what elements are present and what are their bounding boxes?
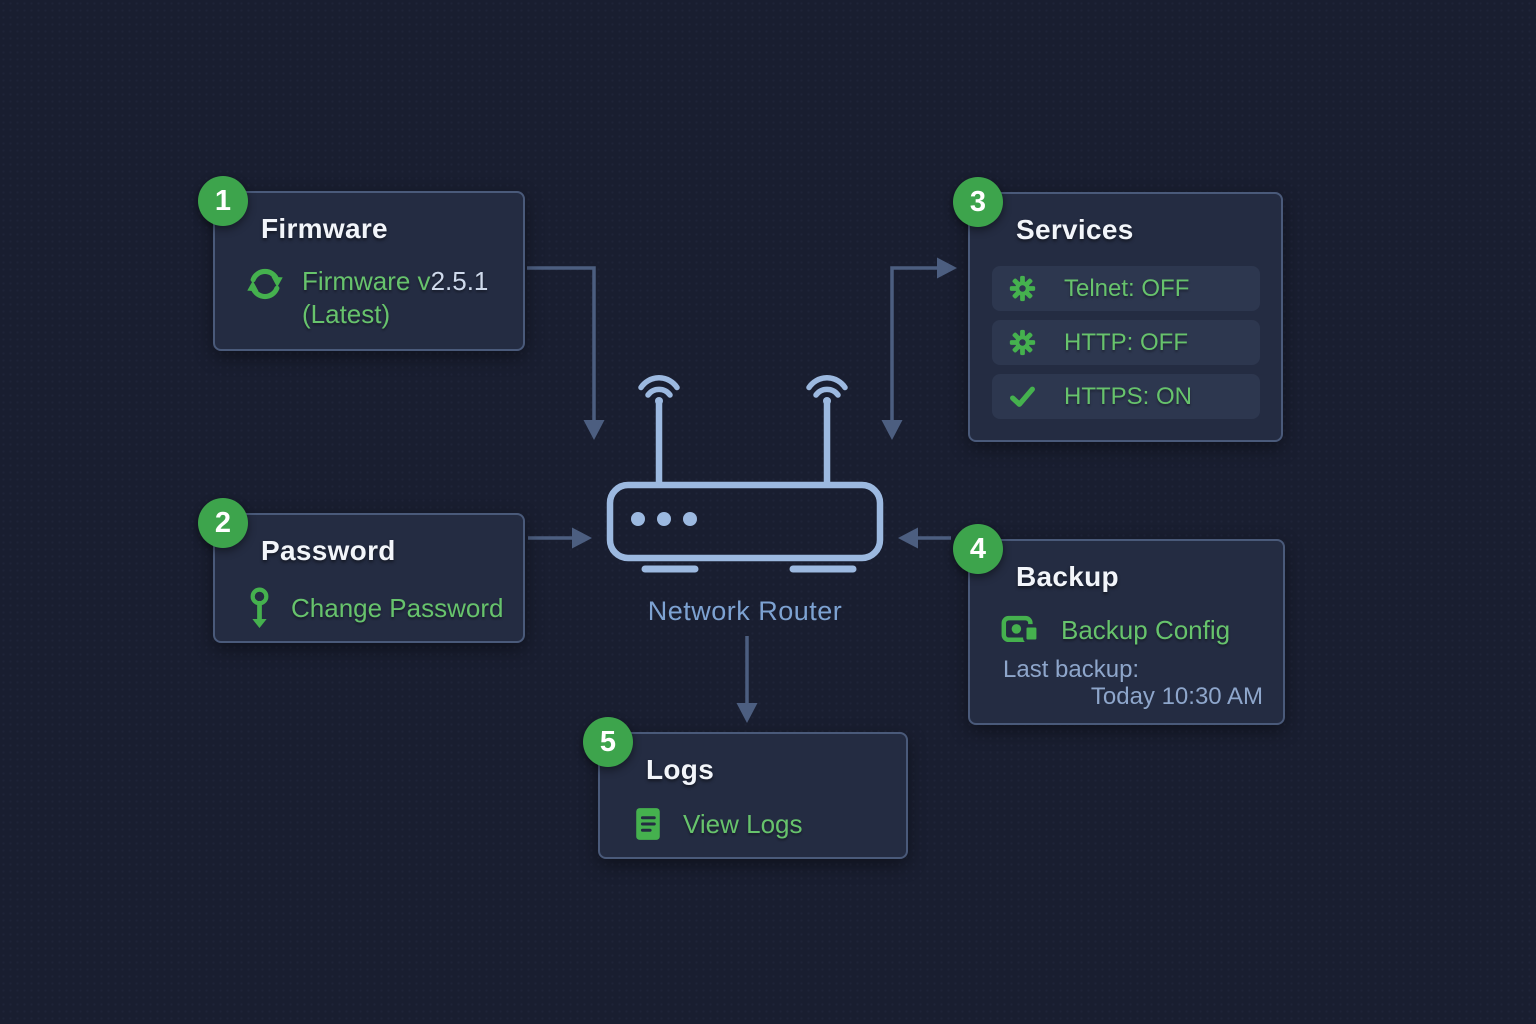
service-telnet-status: Telnet: OFF <box>1064 274 1190 302</box>
key-icon <box>246 587 273 629</box>
firmware-version-line: Firmware v2.5.1 <box>302 266 488 296</box>
firmware-latest-tag: (Latest) <box>302 299 391 329</box>
document-icon <box>631 806 665 842</box>
backup-card: 4 Backup Backup Config Last backup: Toda… <box>953 524 1285 725</box>
change-password-row[interactable]: Change Password <box>246 587 523 629</box>
step-badge-1: 1 <box>198 176 248 226</box>
firmware-update-row[interactable]: Firmware v2.5.1 (Latest) <box>246 265 523 331</box>
last-backup-label: Last backup: <box>1003 656 1140 683</box>
service-row-telnet[interactable]: Telnet: OFF <box>992 266 1260 311</box>
step-badge-4: 4 <box>953 524 1003 574</box>
backup-config-row[interactable]: Backup Config <box>1001 613 1283 647</box>
view-logs-row[interactable]: View Logs <box>631 806 906 842</box>
service-http-status: HTTP: OFF <box>1064 328 1188 356</box>
refresh-icon <box>246 265 284 303</box>
password-card-title: Password <box>261 535 396 566</box>
firmware-status-text: Firmware v2.5.1 (Latest) <box>302 265 488 331</box>
service-list: Telnet: OFF HTTP: OFF <box>992 266 1281 419</box>
firmware-version-prefix: Firmware v <box>302 266 431 296</box>
service-https-status: HTTPS: ON <box>1064 382 1193 410</box>
router-label: Network Router <box>647 596 843 626</box>
services-card-title: Services <box>1016 214 1134 245</box>
change-password-label: Change Password <box>291 592 504 623</box>
backup-config-label: Backup Config <box>1061 614 1231 645</box>
gear-icon <box>1009 329 1036 356</box>
logs-card: 5 Logs View Logs <box>583 717 908 859</box>
view-logs-label: View Logs <box>683 808 803 839</box>
backup-icon <box>1001 613 1043 647</box>
connector-router-to-logs <box>736 636 758 723</box>
logs-card-title: Logs <box>646 754 715 785</box>
step-badge-2: 2 <box>198 498 248 548</box>
service-row-http[interactable]: HTTP: OFF <box>992 320 1260 365</box>
last-backup-value: Today 10:30 AM <box>1090 683 1263 710</box>
service-row-https[interactable]: HTTPS: ON <box>992 374 1260 419</box>
firmware-card-title: Firmware <box>261 213 388 244</box>
services-card: 3 Services Telnet: O <box>953 177 1283 442</box>
last-backup-info: Last backup: Today 10:30 AM <box>1003 656 1263 710</box>
router-illustration <box>606 375 884 573</box>
password-card: 2 Password Change Password <box>198 498 525 643</box>
step-badge-5: 5 <box>583 717 633 767</box>
gear-icon <box>1009 275 1036 302</box>
firmware-card: 1 Firmware Firmware v2.5.1 (Latest) <box>198 176 525 351</box>
check-icon <box>1009 383 1036 410</box>
step-badge-3: 3 <box>953 177 1003 227</box>
backup-card-title: Backup <box>1016 561 1119 592</box>
firmware-version-number: 2.5.1 <box>430 266 489 296</box>
